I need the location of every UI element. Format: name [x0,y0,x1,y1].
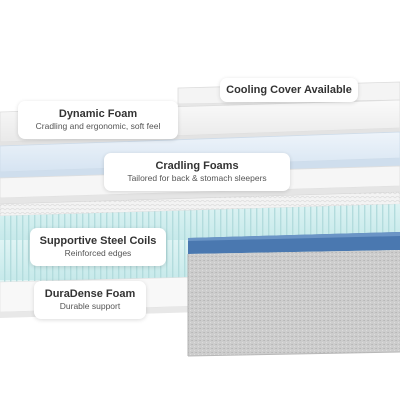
label-cradling-foams-title: Cradling Foams [155,160,239,172]
label-supportive-steel-coils: Supportive Steel Coils Reinforced edges [30,228,166,266]
label-cradling-foams-subtitle: Tailored for back & stomach sleepers [127,173,267,183]
mattress-side-panel [187,232,400,357]
label-cooling-cover-title: Cooling Cover Available [226,84,352,96]
label-cradling-foams: Cradling Foams Tailored for back & stoma… [104,153,290,191]
label-supportive-steel-coils-title: Supportive Steel Coils [39,235,157,247]
label-dynamic-foam-title: Dynamic Foam [58,108,138,120]
label-dynamic-foam: Dynamic Foam Cradling and ergonomic, sof… [18,101,178,139]
label-duradense-foam-title: DuraDense Foam [44,288,136,300]
label-supportive-steel-coils-subtitle: Reinforced edges [64,248,132,258]
label-duradense-foam: DuraDense Foam Durable support [34,281,146,319]
label-duradense-foam-subtitle: Durable support [59,301,121,311]
label-dynamic-foam-subtitle: Cradling and ergonomic, soft feel [35,121,161,131]
label-cooling-cover: Cooling Cover Available [220,78,358,102]
